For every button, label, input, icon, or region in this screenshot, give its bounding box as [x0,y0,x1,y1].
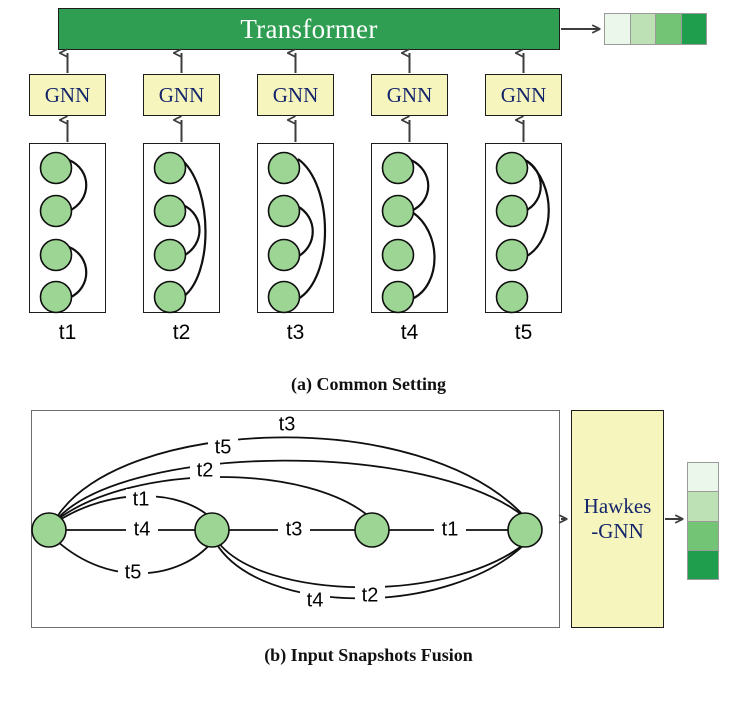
hawkes-output-embedding-strip [687,462,719,580]
caption-a: (a) Common Setting [291,374,446,394]
snapshot-panel-t4 [371,143,448,313]
gnn-label-t2: GNN [158,82,205,107]
embedding-cell-b3 [688,521,718,551]
gnn-label-t5: GNN [500,82,547,107]
connectors-gnn-to-transformer [68,53,525,73]
embedding-cell-2 [630,14,656,44]
snapshot-tick-t2: t2 [172,321,191,344]
embedding-cell-1 [605,14,631,44]
snapshot-tick-t5: t5 [514,321,533,344]
gnn-block-t2: GNN [143,74,220,116]
gnn-label-t4: GNN [386,82,433,107]
transformer-label: Transformer [240,13,378,44]
transformer-output-embedding-strip [604,13,707,45]
snapshot-panel-t5 [485,143,562,313]
snapshot-tick-t4: t4 [400,321,419,344]
gnn-label-t3: GNN [272,82,319,107]
embedding-cell-b1 [688,463,718,493]
gnn-block-t3: GNN [257,74,334,116]
hawkes-gnn-label-line2: -GNN [591,519,644,543]
snapshot-tick-t1: t1 [58,321,77,344]
hawkes-gnn-label-line1: Hawkes [583,494,652,519]
gnn-label-t1: GNN [44,82,91,107]
snapshot-panel-t1 [29,143,106,313]
hawkes-gnn-block: Hawkes -GNN [571,410,664,628]
fusion-graph-panel [31,410,560,628]
snapshot-panel-t2 [143,143,220,313]
embedding-cell-3 [656,14,682,44]
snapshot-panel-t3 [257,143,334,313]
gnn-block-t5: GNN [485,74,562,116]
transformer-block: Transformer [58,8,560,50]
embedding-cell-b4 [688,550,718,579]
gnn-block-t1: GNN [29,74,106,116]
gnn-block-t4: GNN [371,74,448,116]
connectors-snapshot-to-gnn [68,120,525,142]
caption-b: (b) Input Snapshots Fusion [264,645,473,665]
embedding-cell-4 [681,14,706,44]
embedding-cell-b2 [688,492,718,522]
snapshot-tick-t3: t3 [286,321,305,344]
